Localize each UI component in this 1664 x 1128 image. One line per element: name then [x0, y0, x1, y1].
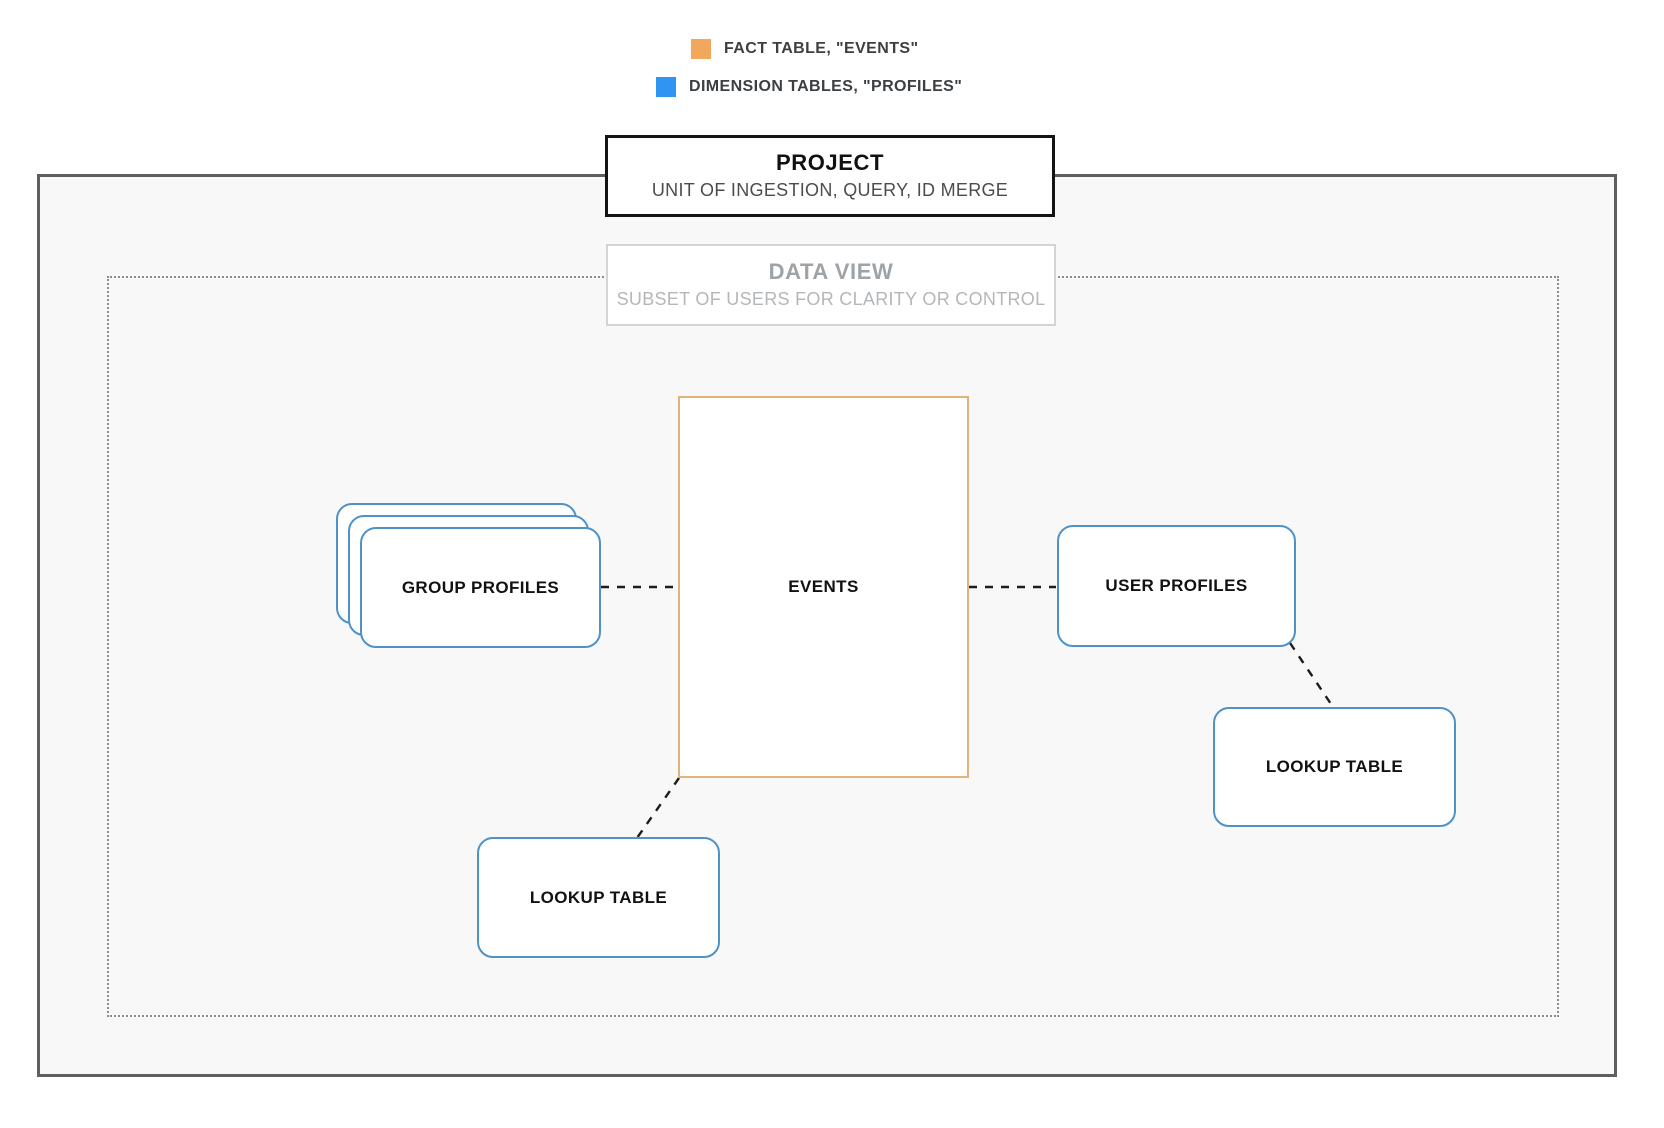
fact-table-swatch-icon — [691, 39, 711, 59]
legend-label-dimension-tables: DIMENSION TABLES, "PROFILES" — [689, 78, 963, 95]
node-events-label: EVENTS — [788, 577, 859, 596]
edge-events-lookup-table-left — [636, 777, 680, 839]
project-header-box: PROJECT UNIT OF INGESTION, QUERY, ID MER… — [605, 135, 1055, 217]
node-events: EVENTS — [678, 396, 969, 778]
node-group-profiles: GROUP PROFILES — [360, 527, 601, 648]
edge-user-profiles-lookup-table-right — [1289, 642, 1334, 708]
node-lookup-table-right: LOOKUP TABLE — [1213, 707, 1456, 827]
legend-item-fact-table: FACT TABLE, "EVENTS" — [691, 38, 918, 60]
legend-label-fact-table: FACT TABLE, "EVENTS" — [724, 40, 919, 57]
project-subtitle: UNIT OF INGESTION, QUERY, ID MERGE — [651, 180, 1009, 200]
node-group-profiles-label: GROUP PROFILES — [401, 577, 560, 597]
data-view-title: DATA VIEW — [768, 258, 894, 284]
dimension-tables-swatch-icon — [656, 77, 676, 97]
legend-item-dimension-tables: DIMENSION TABLES, "PROFILES" — [656, 76, 962, 98]
node-user-profiles: USER PROFILES — [1057, 525, 1296, 647]
node-lookup-table-right-label: LOOKUP TABLE — [1265, 757, 1404, 776]
node-lookup-table-left-label: LOOKUP TABLE — [529, 887, 668, 907]
data-view-subtitle: SUBSET OF USERS FOR CLARITY OR CONTROL — [616, 289, 1046, 309]
project-title: PROJECT — [775, 149, 885, 175]
node-lookup-table-left: LOOKUP TABLE — [477, 837, 720, 958]
node-user-profiles-label: USER PROFILES — [1105, 576, 1248, 595]
data-view-header-box: DATA VIEW SUBSET OF USERS FOR CLARITY OR… — [606, 244, 1056, 326]
